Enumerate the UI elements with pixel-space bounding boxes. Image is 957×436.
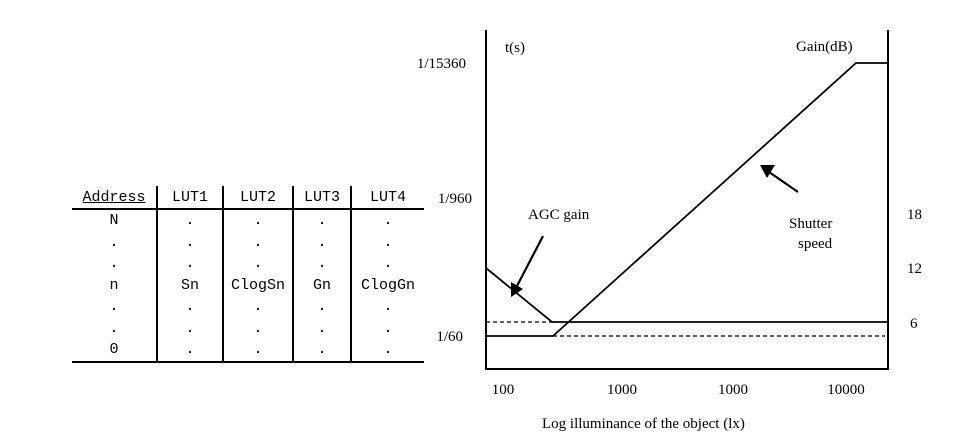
table-cell: . (350, 253, 424, 275)
table-row: . . . . . (72, 317, 424, 339)
x-tick-label: 100 (492, 382, 515, 398)
table-cell: n (109, 276, 119, 294)
table-row: . . . . . (72, 231, 424, 253)
table-cell: . (156, 339, 223, 363)
table-cell: . (292, 209, 351, 232)
table-cell: . (292, 296, 351, 318)
agc-gain-label: AGC gain (528, 207, 590, 223)
shutter-label-line1: Shutter (789, 216, 832, 232)
table-cell: . (156, 296, 223, 318)
table-row: . . . . . (72, 296, 424, 318)
table-cell: ClogSn (222, 274, 293, 296)
left-tick-label: 1/960 (438, 191, 472, 207)
table-cell: . (350, 339, 424, 363)
table-cell: . (350, 296, 424, 318)
table-cell: 0 (72, 339, 157, 363)
right-tick-label: 18 (907, 207, 922, 223)
table-cell: . (292, 339, 351, 363)
agc-gain-curve (485, 267, 889, 323)
shutter-arrow-line (768, 171, 799, 193)
right-tick-label: 6 (910, 316, 918, 332)
table-cell: . (292, 231, 351, 253)
table-cell: . (350, 209, 424, 232)
table-cell: . (350, 317, 424, 339)
agc-arrow-head-icon (511, 282, 523, 297)
table-cell: . (156, 317, 223, 339)
lut-table: Address LUT1 LUT2 LUT3 LUT4 N . . . . . … (72, 186, 424, 363)
table-cell: . (109, 255, 119, 273)
table-cell: . (109, 298, 119, 316)
right-axis-label: Gain(dB) (796, 39, 853, 55)
table-cell: . (156, 231, 223, 253)
table-cell: ClogGn (350, 274, 424, 296)
shutter-arrow-head-icon (760, 165, 775, 178)
table-cell: . (292, 253, 351, 275)
table-cell: . (109, 319, 119, 337)
table-cell: . (222, 339, 293, 363)
table-cell: . (109, 233, 119, 251)
shutter-speed-curve (486, 62, 889, 337)
x-axis-label: Log illuminance of the object (lx) (542, 416, 745, 432)
table-cell: . (222, 253, 293, 275)
table-cell: . (222, 317, 293, 339)
table-cell: N (109, 212, 119, 230)
table-cell: . (222, 231, 293, 253)
table-cell: Sn (156, 274, 223, 296)
lut2-header: LUT2 (222, 186, 293, 210)
x-tick-label: 1000 (718, 382, 748, 398)
x-tick-label: 10000 (827, 382, 865, 398)
address-header: Address (72, 186, 157, 210)
table-row: n Sn ClogSn Gn ClogGn (72, 274, 424, 296)
table-row: 0 . . . . (72, 339, 424, 363)
table-cell: . (350, 231, 424, 253)
right-tick-label: 12 (907, 261, 922, 277)
lut3-header: LUT3 (292, 186, 351, 210)
agc-arrow-line (516, 235, 544, 287)
table-row: . . . . . (72, 253, 424, 275)
table-cell: . (156, 209, 223, 232)
left-axis-label: t(s) (505, 40, 525, 56)
table-cell: . (292, 317, 351, 339)
table-cell: . (222, 209, 293, 232)
table-cell: Gn (292, 274, 351, 296)
left-tick-label: 1/15360 (417, 56, 466, 72)
table-cell: . (156, 253, 223, 275)
lut-header-row: Address LUT1 LUT2 LUT3 LUT4 (72, 186, 424, 210)
left-tick-label: 1/60 (436, 329, 463, 345)
lut1-header: LUT1 (156, 186, 223, 210)
shutter-label-line2: speed (798, 236, 833, 252)
table-row: N . . . . (72, 209, 424, 232)
x-tick-label: 1000 (607, 382, 637, 398)
table-cell: . (222, 296, 293, 318)
lut4-header: LUT4 (350, 186, 424, 210)
